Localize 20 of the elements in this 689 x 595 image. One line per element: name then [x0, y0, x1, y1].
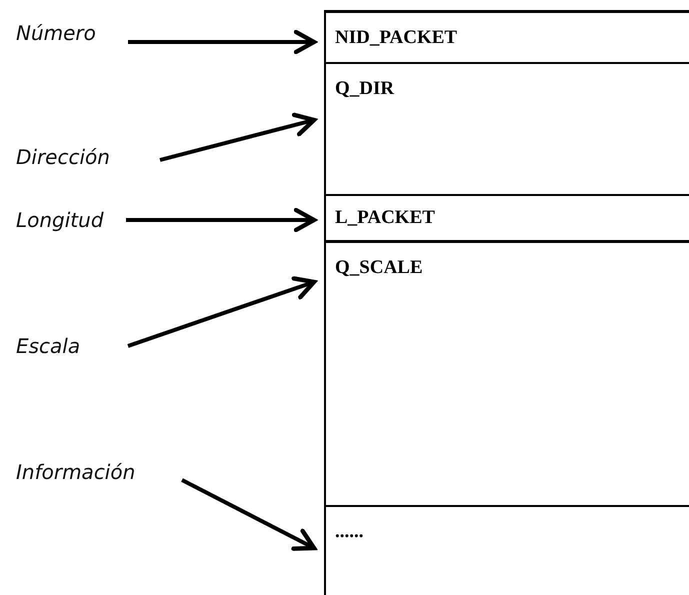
field-name: ......: [335, 521, 364, 543]
field-cell: [324, 10, 689, 62]
leader-arrow: [181, 478, 316, 551]
callout-label: Longitud: [16, 208, 104, 232]
callout-label: Dirección: [16, 145, 110, 169]
leader-arrow: [128, 30, 316, 54]
leader-arrow: [126, 208, 316, 232]
field-cell: [324, 62, 689, 194]
leader-arrow: [160, 112, 316, 162]
field-cell: [324, 194, 689, 242]
field-cell: [324, 505, 689, 595]
field-name: NID_PACKET: [335, 27, 458, 49]
callout-label: Número: [16, 21, 96, 45]
field-name: Q_SCALE: [335, 257, 423, 279]
field-name: L_PACKET: [335, 207, 435, 229]
callout-label: Información: [16, 460, 136, 484]
field-name: Q_DIR: [335, 78, 394, 100]
leader-arrow: [127, 276, 316, 348]
callout-label: Escala: [16, 334, 80, 358]
field-cell: [324, 240, 689, 505]
